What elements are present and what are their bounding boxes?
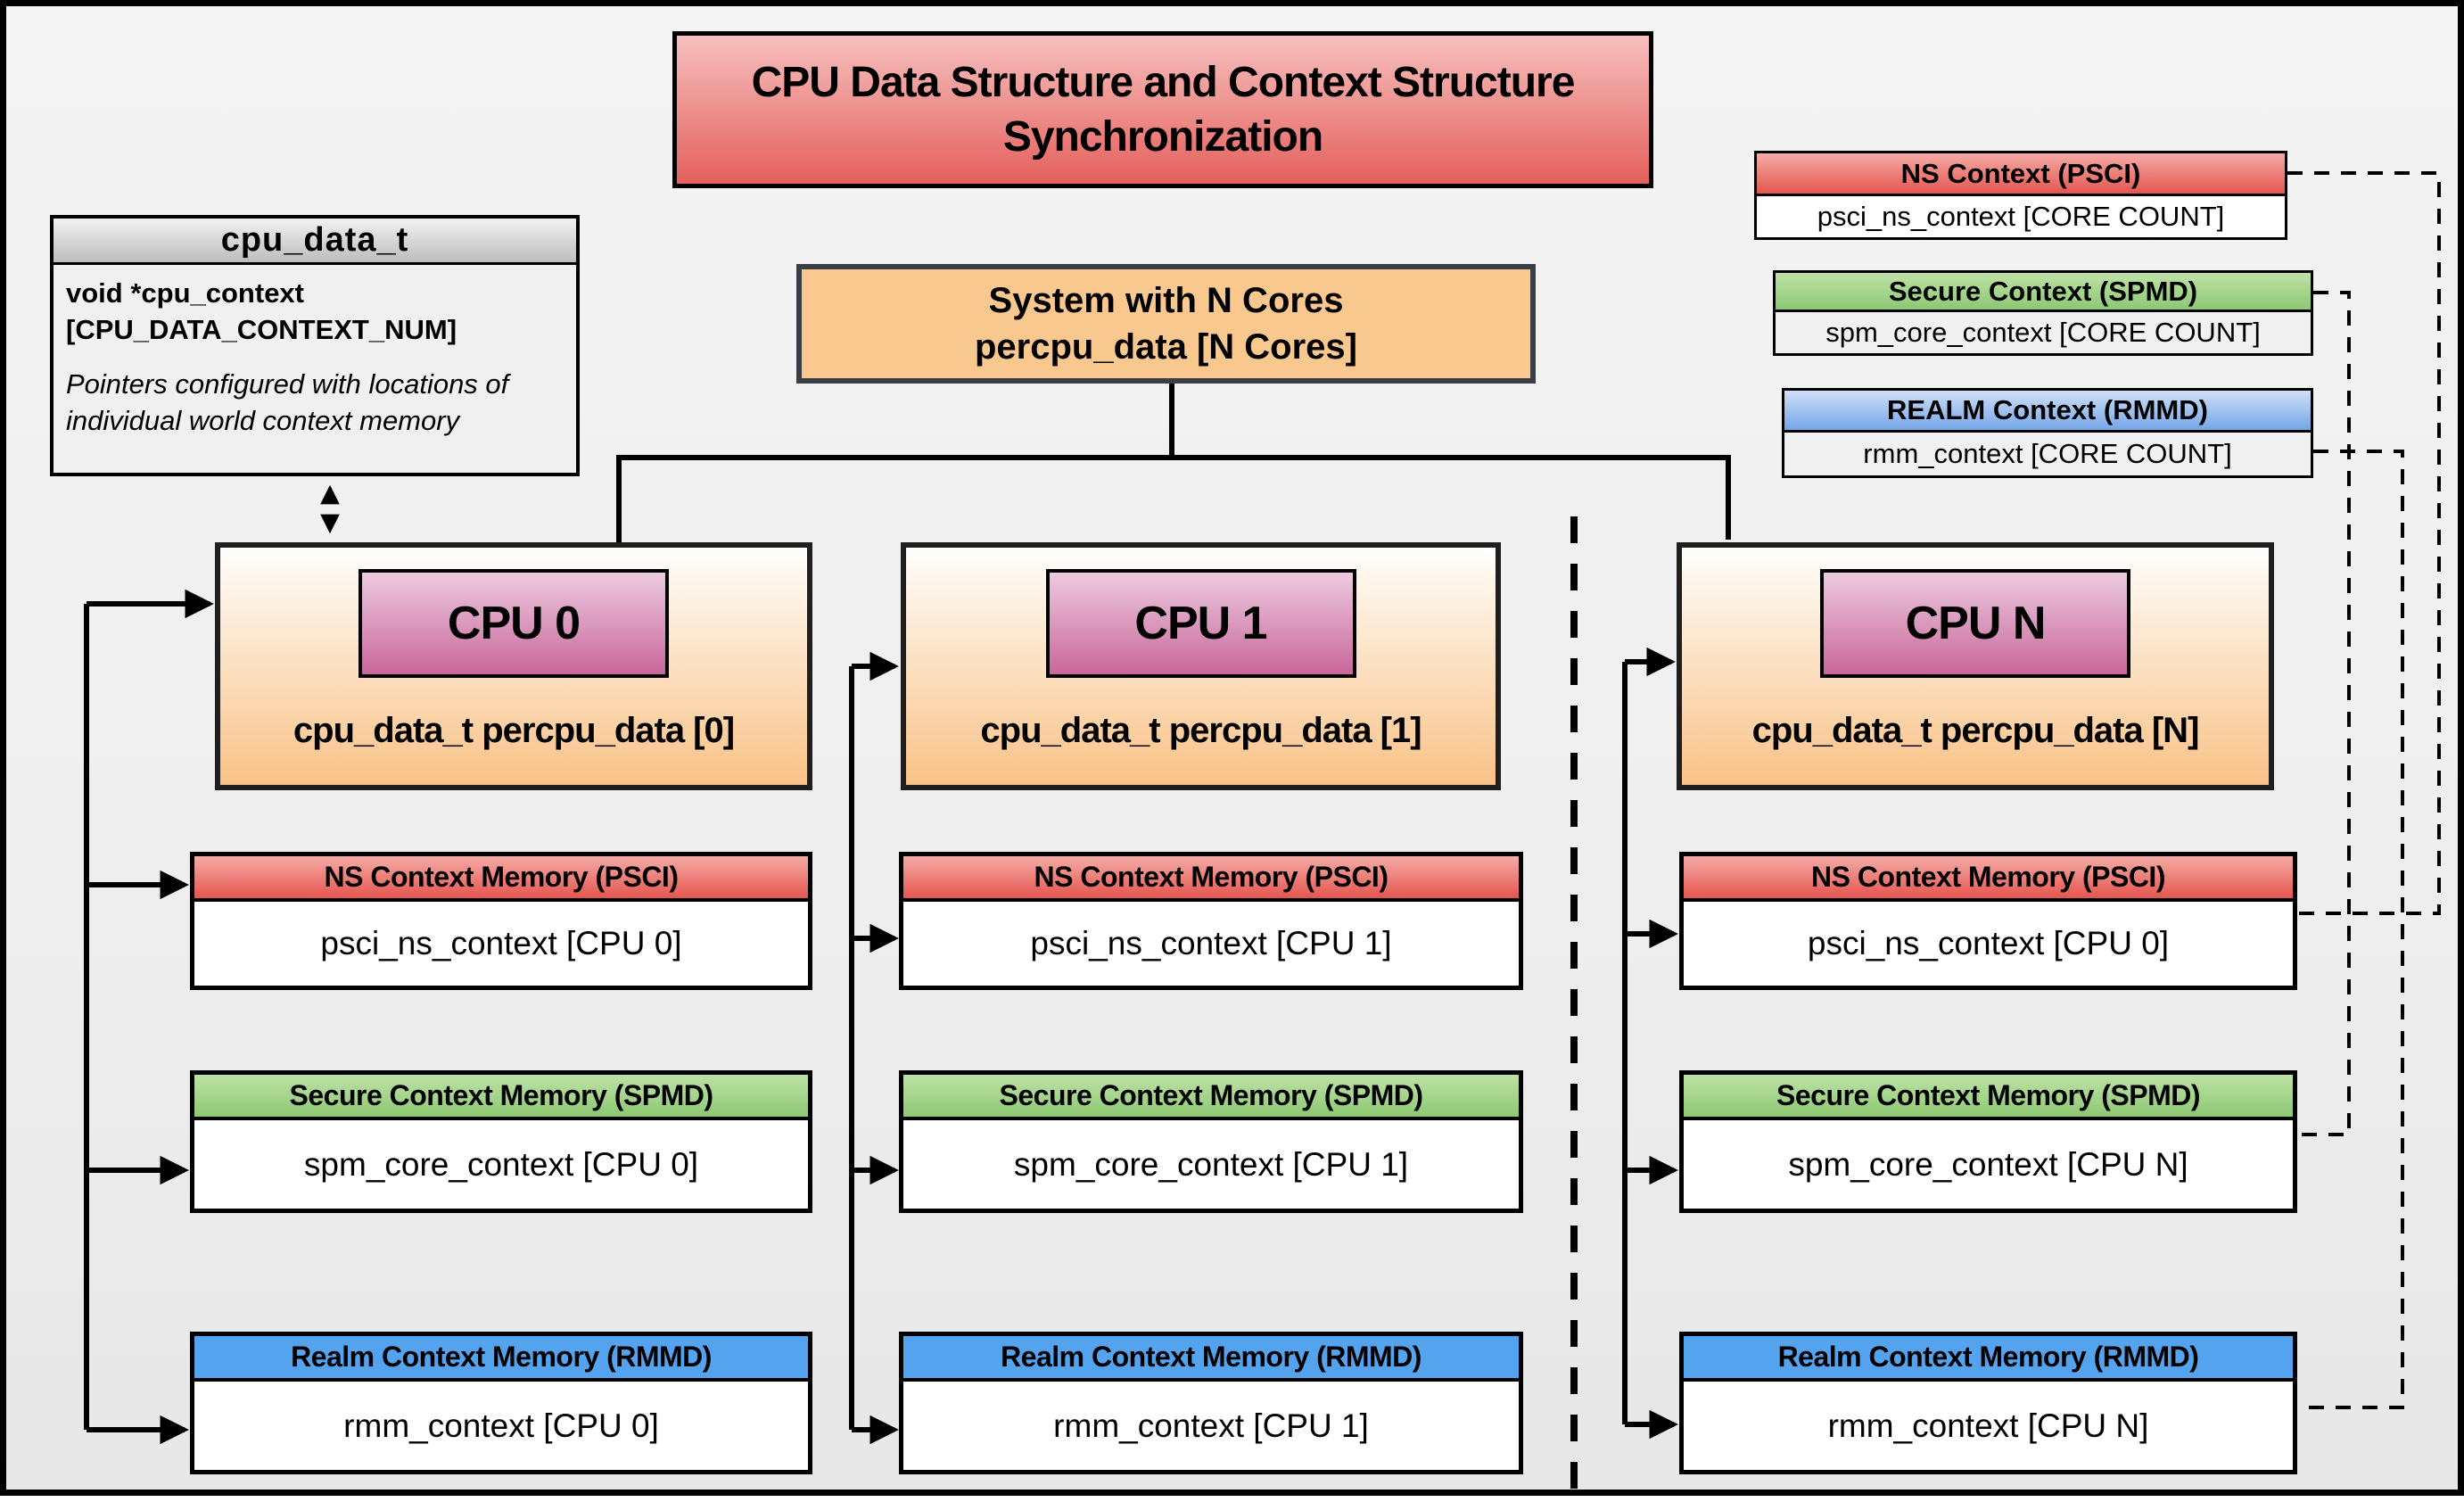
- system-box-line1: System with N Cores: [988, 281, 1344, 320]
- cpu1-percpu-data: cpu_data_t percpu_data [1]: [980, 711, 1422, 750]
- cpu0-realm-context-body: rmm_context [CPU 0]: [343, 1407, 659, 1444]
- legend-dashed-links: [2287, 171, 2441, 1409]
- cpu0-ns-context-body: psci_ns_context [CPU 0]: [320, 925, 682, 961]
- system-box: System with N Cores percpu_data [N Cores…: [796, 264, 1536, 384]
- legend-realm-body: rmm_context [CORE COUNT]: [1784, 433, 2311, 475]
- system-box-line2: percpu_data [N Cores]: [975, 327, 1357, 367]
- cpu1-realm-context-header: Realm Context Memory (RMMD): [903, 1336, 1519, 1382]
- cpu-data-t-field: void *cpu_context [CPU_DATA_CONTEXT_NUM]: [66, 277, 457, 345]
- cpu0-ns-context-box: NS Context Memory (PSCI) psci_ns_context…: [190, 852, 812, 990]
- cpu1-pointer-tree: [849, 651, 899, 1445]
- cpuN-box: CPU N cpu_data_t percpu_data [N]: [1677, 542, 2274, 790]
- legend-realm-context-rmmd: REALM Context (RMMD) rmm_context [CORE C…: [1782, 388, 2313, 478]
- cpuN-ns-context-box: NS Context Memory (PSCI) psci_ns_context…: [1679, 852, 2297, 990]
- cpu1-secure-context-box: Secure Context Memory (SPMD) spm_core_co…: [899, 1070, 1523, 1213]
- cpuN-realm-context-header: Realm Context Memory (RMMD): [1684, 1336, 2293, 1382]
- cpu1-ns-context-header: NS Context Memory (PSCI): [903, 856, 1519, 902]
- cpu1-label: CPU 1: [1045, 569, 1356, 678]
- cpu1-secure-context-header: Secure Context Memory (SPMD): [903, 1075, 1519, 1120]
- cpu1-box: CPU 1 cpu_data_t percpu_data [1]: [901, 542, 1501, 790]
- legend-secure-header: Secure Context (SPMD): [1776, 273, 2311, 312]
- cpu0-realm-context-box: Realm Context Memory (RMMD) rmm_context …: [190, 1332, 812, 1474]
- cpuN-ns-context-body: psci_ns_context [CPU 0]: [1807, 925, 2170, 961]
- cpuN-realm-context-body: rmm_context [CPU N]: [1827, 1407, 2149, 1444]
- legend-ns-body: psci_ns_context [CORE COUNT]: [1757, 196, 2285, 237]
- cpu1-ns-context-box: NS Context Memory (PSCI) psci_ns_context…: [899, 852, 1523, 990]
- cpuN-percpu-data: cpu_data_t percpu_data [N]: [1751, 711, 2200, 750]
- cpu-data-t-box: cpu_data_t void *cpu_context [CPU_DATA_C…: [50, 215, 580, 476]
- cpu0-secure-context-header: Secure Context Memory (SPMD): [194, 1075, 808, 1120]
- diagram-title: CPU Data Structure and Context Structure…: [672, 31, 1653, 188]
- cpu0-label: CPU 0: [358, 569, 669, 678]
- cpu1-realm-context-box: Realm Context Memory (RMMD) rmm_context …: [899, 1332, 1523, 1474]
- cpu-data-t-header: cpu_data_t: [54, 219, 576, 265]
- cpu0-secure-context-body: spm_core_context [CPU 0]: [303, 1145, 699, 1183]
- cpu0-ns-context-header: NS Context Memory (PSCI): [194, 856, 808, 902]
- system-branch-lines: [616, 384, 1731, 542]
- cpu1-ns-context-body: psci_ns_context [CPU 1]: [1030, 925, 1392, 961]
- cpuN-secure-context-body: spm_core_context [CPU N]: [1788, 1145, 2188, 1183]
- cpu0-secure-context-box: Secure Context Memory (SPMD) spm_core_co…: [190, 1070, 812, 1213]
- cpuN-realm-context-box: Realm Context Memory (RMMD) rmm_context …: [1679, 1332, 2297, 1474]
- cpuN-pointer-tree: [1622, 647, 1678, 1440]
- legend-secure-body: spm_core_context [CORE COUNT]: [1776, 312, 2311, 353]
- cpu0-realm-context-header: Realm Context Memory (RMMD): [194, 1336, 808, 1382]
- cpu0-percpu-data: cpu_data_t percpu_data [0]: [293, 711, 735, 750]
- legend-ns-context-psci: NS Context (PSCI) psci_ns_context [CORE …: [1754, 151, 2287, 240]
- cpu1-secure-context-body: spm_core_context [CPU 1]: [1013, 1145, 1409, 1183]
- cpu0-pointer-tree: [84, 589, 214, 1445]
- cpu0-box: CPU 0 cpu_data_t percpu_data [0]: [215, 542, 812, 790]
- legend-realm-header: REALM Context (RMMD): [1784, 391, 2311, 433]
- cpuN-ns-context-header: NS Context Memory (PSCI): [1684, 856, 2293, 902]
- cpu1-realm-context-body: rmm_context [CPU 1]: [1053, 1407, 1369, 1444]
- legend-rmmd-dashed-link: [2299, 450, 2404, 1409]
- cpuN-secure-context-box: Secure Context Memory (SPMD) spm_core_co…: [1679, 1070, 2297, 1213]
- cpuN-secure-context-header: Secure Context Memory (SPMD): [1684, 1075, 2293, 1120]
- cpuN-label: CPU N: [1820, 569, 2130, 678]
- cpu-data-t-note: Pointers configured with locations of in…: [66, 367, 509, 436]
- legend-secure-context-spmd: Secure Context (SPMD) spm_core_context […: [1773, 270, 2313, 356]
- legend-ns-header: NS Context (PSCI): [1757, 153, 2285, 196]
